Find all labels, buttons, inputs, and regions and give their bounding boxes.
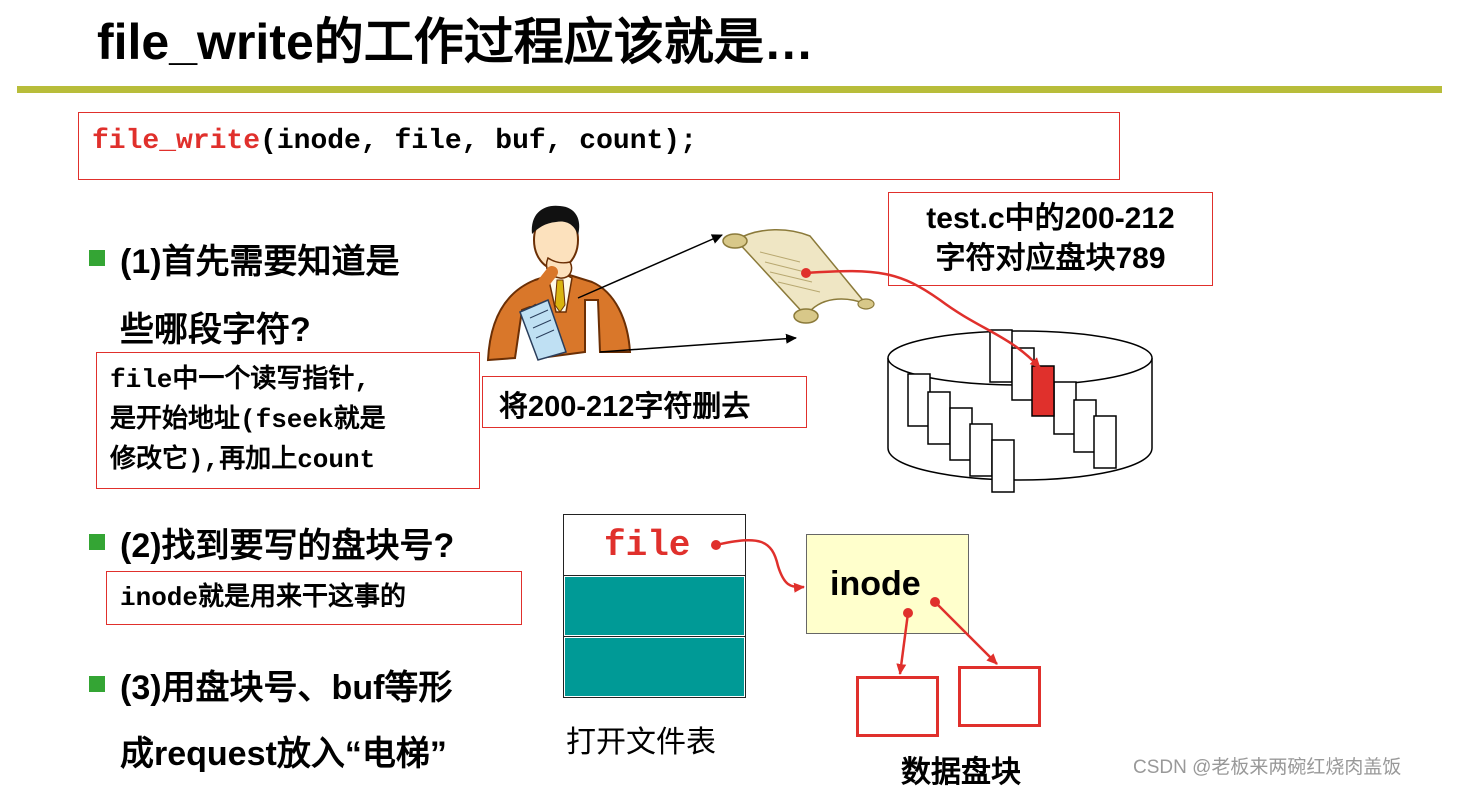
step-1-line-1: (1)首先需要知道是 <box>120 243 400 281</box>
function-args: (inode, file, buf, count); <box>260 126 697 157</box>
highlighted-disk-block <box>1031 365 1055 417</box>
title-divider <box>17 86 1442 93</box>
data-blocks-caption: 数据盘块 <box>901 756 1021 789</box>
testc-note-line-2: 字符对应盘块789 <box>935 242 1166 275</box>
code-box <box>78 112 1120 180</box>
bullet-square-3 <box>89 676 105 692</box>
data-block-2 <box>958 666 1041 727</box>
file-table-row-3 <box>563 636 746 698</box>
step-3-line-1: (3)用盘块号、buf等形 <box>120 669 453 707</box>
step-1-line-2: 些哪段字符? <box>120 311 311 349</box>
inode-role-note: inode就是用来干这事的 <box>120 583 407 613</box>
inode-label: inode <box>830 565 921 603</box>
open-file-table-caption: 打开文件表 <box>566 726 716 759</box>
delete-note-text: 将200-212字符删去 <box>499 391 751 423</box>
function-name: file_write <box>92 126 261 157</box>
testc-note-line-1: test.c中的200-212 <box>926 202 1175 235</box>
file-pointer-note-line-3: 修改它),再加上count <box>110 445 376 475</box>
watermark: CSDN @老板来两碗红烧肉盖饭 <box>1133 757 1402 778</box>
inode-box <box>806 534 969 634</box>
file-pointer-note-line-2: 是开始地址(fseek就是 <box>110 405 386 435</box>
file-table-entry-label: file <box>604 525 691 566</box>
disk-cylinder-icon <box>887 329 1153 493</box>
testc-note: test.c中的200-212 字符对应盘块789 <box>888 192 1213 286</box>
bullet-square-1 <box>89 250 105 266</box>
page-title: file_write的工作过程应该就是… <box>97 14 814 70</box>
file-pointer-note-line-1: file中一个读写指针, <box>110 365 371 395</box>
step-2-line-1: (2)找到要写的盘块号? <box>120 527 455 565</box>
delete-note: 将200-212字符删去 <box>482 376 807 428</box>
scroll-icon <box>722 229 875 324</box>
code-line: file_write(inode, file, buf, count); <box>92 126 697 157</box>
bullet-square-2 <box>89 534 105 550</box>
inode-role-note-box <box>106 571 522 625</box>
thinking-person-icon <box>486 205 632 362</box>
file-pointer-note-box <box>96 352 480 489</box>
step-3-line-2: 成request放入“电梯” <box>120 735 447 773</box>
data-block-1 <box>856 676 939 737</box>
